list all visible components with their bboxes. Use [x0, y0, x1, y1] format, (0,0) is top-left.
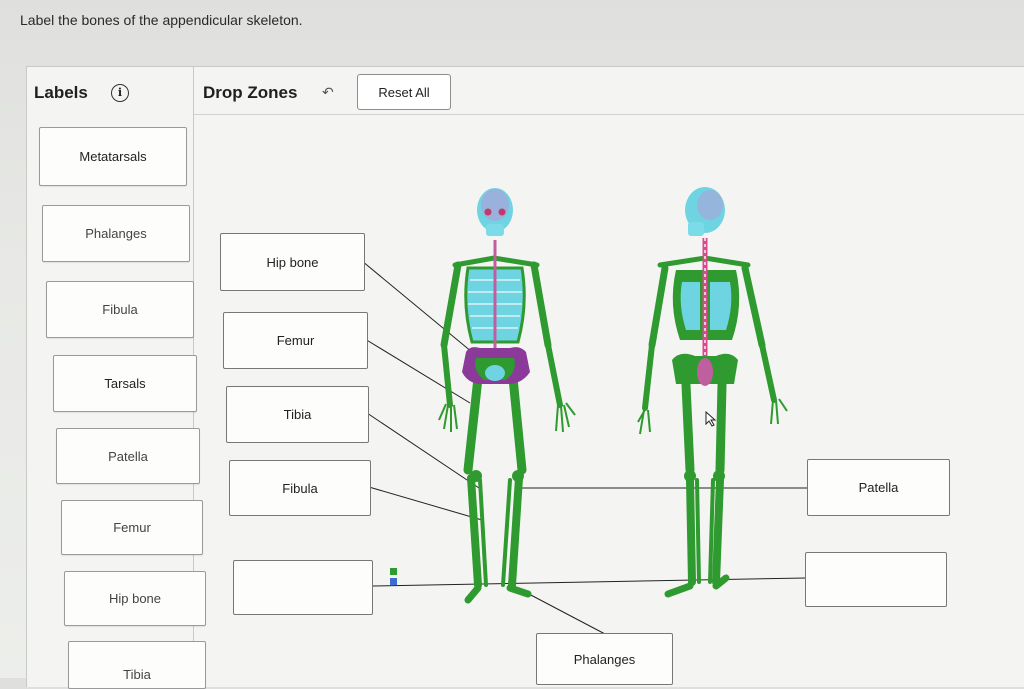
label-card-patella[interactable]: Patella: [56, 428, 200, 484]
info-icon[interactable]: i: [111, 84, 129, 102]
labels-heading: Labels: [34, 83, 88, 102]
label-card-femur[interactable]: Femur: [61, 500, 203, 555]
label-card-fibula[interactable]: Fibula: [46, 281, 194, 338]
label-card-tarsals[interactable]: Tarsals: [53, 355, 197, 412]
label-card-phalanges[interactable]: Phalanges: [42, 205, 190, 262]
drop-zone-tibia[interactable]: Tibia: [226, 386, 369, 443]
undo-icon[interactable]: ↶: [322, 84, 334, 100]
drop-zone-patella[interactable]: Patella: [807, 459, 950, 516]
drop-zone-femur[interactable]: Femur: [223, 312, 368, 369]
reset-all-button[interactable]: Reset All: [357, 74, 451, 110]
drop-zones-heading: Drop Zones: [203, 83, 298, 102]
label-card-metatarsals[interactable]: Metatarsals: [39, 127, 187, 186]
drop-zone-empty-left[interactable]: [233, 560, 373, 615]
leader-lines: [361, 260, 808, 635]
header-divider: [194, 114, 1024, 115]
label-card-hip-bone[interactable]: Hip bone: [64, 571, 206, 626]
drop-zone-hip-bone[interactable]: Hip bone: [220, 233, 365, 291]
question-prompt: Label the bones of the appendicular skel…: [20, 12, 303, 28]
drop-zone-phalanges[interactable]: Phalanges: [536, 633, 673, 685]
front-skeleton: [438, 188, 576, 604]
back-skeleton: [637, 187, 788, 598]
mouse-cursor-icon: [705, 410, 717, 432]
drop-zone-fibula[interactable]: Fibula: [229, 460, 371, 516]
blue-marker: [390, 578, 397, 585]
drop-zone-empty-right[interactable]: [805, 552, 947, 607]
green-marker: [390, 568, 397, 575]
